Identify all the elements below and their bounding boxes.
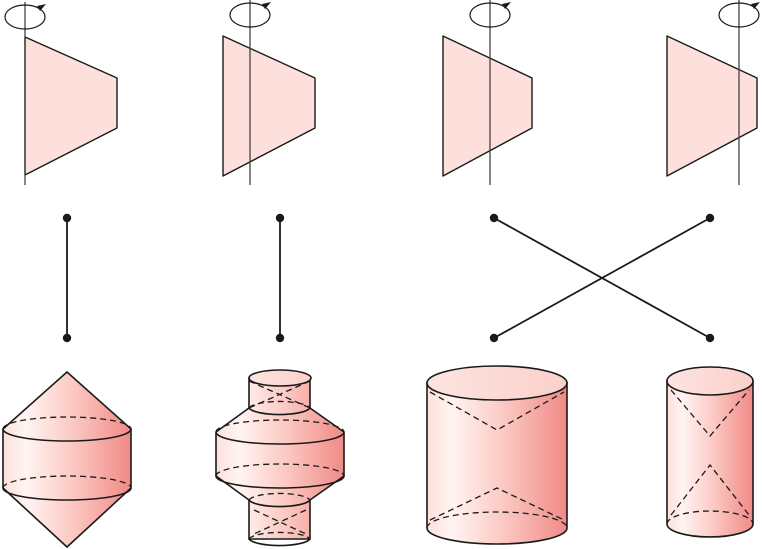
rotation-arrow-icon (4, 4, 46, 30)
connector-dot (275, 213, 285, 223)
profile-3 (442, 0, 533, 185)
solid-4 (666, 366, 754, 538)
profile-4-trapezoid (666, 35, 758, 177)
rotation-arrow-icon (469, 2, 511, 28)
solid-2-body (215, 377, 345, 540)
matching-lines (62, 213, 715, 343)
solid-1 (2, 370, 132, 549)
connector-dot (275, 333, 285, 343)
profile-2-trapezoid (222, 35, 316, 177)
solid-2 (215, 369, 345, 547)
rotation-arrow-icon (229, 2, 271, 28)
profile-1 (4, 2, 118, 185)
solid-3-body (426, 382, 568, 545)
rotation-arrow-icon (718, 2, 760, 28)
profile-3-trapezoid (442, 35, 533, 177)
connector-dot (705, 213, 715, 223)
connector-dot (489, 333, 499, 343)
connector-dot (489, 213, 499, 223)
solid-4-body (666, 380, 754, 538)
connector-4-3 (493, 217, 711, 339)
profile-2 (222, 0, 316, 185)
connector-dot (705, 333, 715, 343)
connector-dot (62, 213, 72, 223)
connector-dot (62, 333, 72, 343)
profile-4 (666, 0, 760, 185)
solid-1-body (2, 370, 132, 549)
solid-3 (426, 365, 568, 545)
profile-1-trapezoid (24, 36, 118, 176)
